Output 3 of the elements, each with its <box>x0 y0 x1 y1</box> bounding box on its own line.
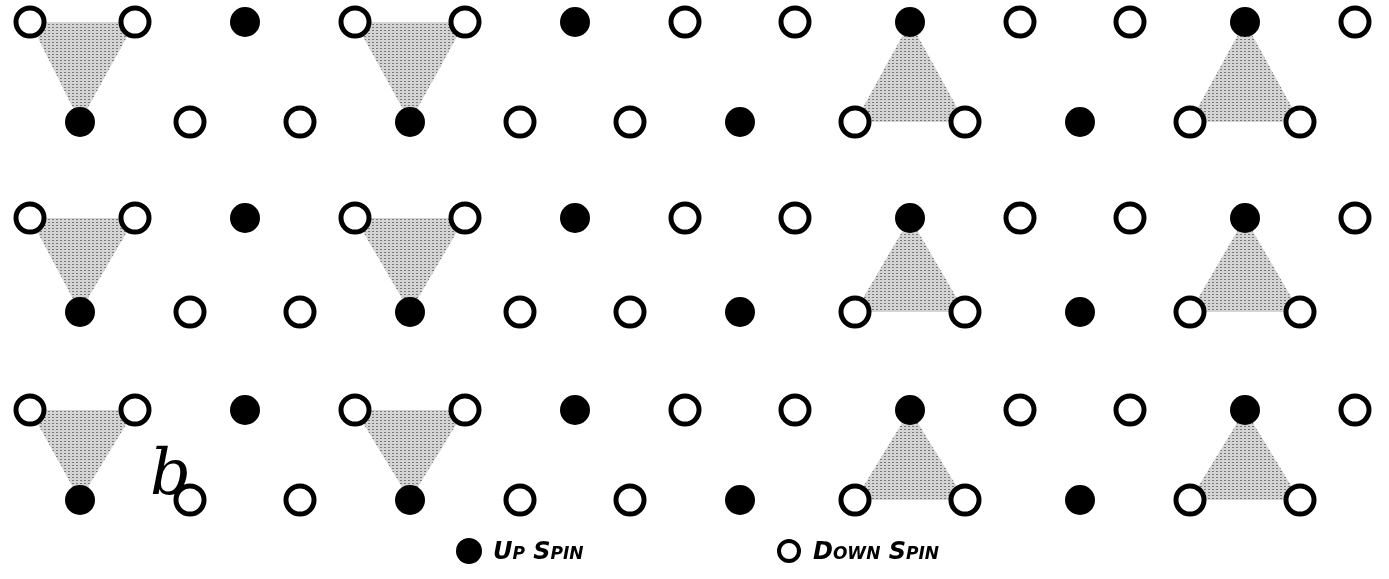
legend-label: Down Spin <box>813 537 939 565</box>
handwritten-letter: b <box>150 440 191 504</box>
legend-label: Up Spin <box>493 537 584 565</box>
